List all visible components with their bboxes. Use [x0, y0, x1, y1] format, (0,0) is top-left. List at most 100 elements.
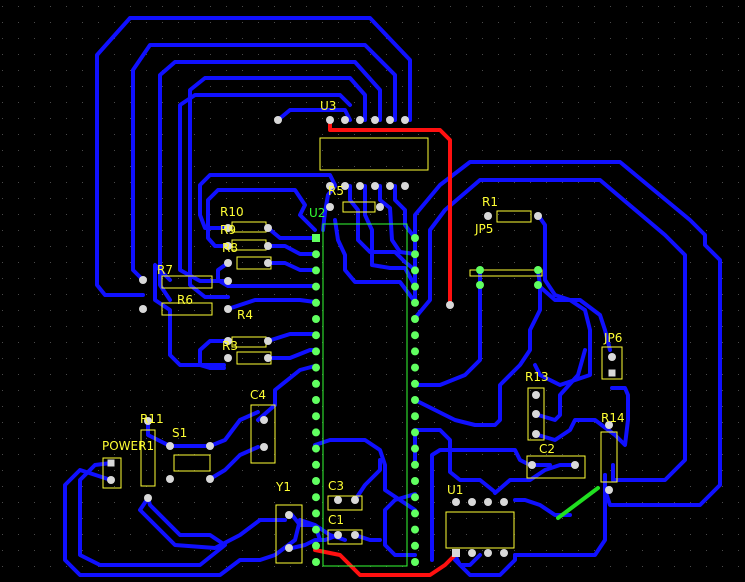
- pads: [107, 116, 616, 566]
- label-r9: R9: [220, 223, 236, 237]
- u2-pad: [312, 509, 320, 518]
- label-r11: R11: [140, 412, 164, 426]
- r13-pad: [532, 391, 540, 399]
- u3-pad: [386, 182, 394, 190]
- u2-pad: [312, 363, 320, 372]
- u2-pad: [312, 331, 320, 340]
- c4-pad: [260, 443, 268, 451]
- u3-pad: [341, 182, 349, 190]
- u2-pad: [312, 379, 320, 388]
- resistor-pad: [224, 259, 232, 267]
- jp6-pad: [608, 369, 616, 377]
- resistor-pad: [224, 305, 232, 313]
- u3-pad: [371, 182, 379, 190]
- label-c2: C2: [539, 442, 555, 456]
- resistor-pad: [446, 301, 454, 309]
- jp5-pad: [476, 266, 484, 274]
- r11-pad: [144, 494, 152, 502]
- label-u1: U1: [447, 483, 463, 497]
- resistor-pad: [326, 203, 334, 211]
- u2-pad: [312, 412, 320, 421]
- power1-pad: [107, 476, 115, 484]
- y1-pad: [285, 544, 293, 552]
- u2-pad: [312, 396, 320, 404]
- component-labels: U3 U2 U1 R5 R10 R9 R8 R7 R6 R4 R3 R1 JP5…: [102, 99, 625, 527]
- u2-pad: [411, 331, 419, 340]
- label-r14: R14: [601, 411, 625, 425]
- resistor-pad: [139, 276, 147, 284]
- u2-pad: [411, 315, 419, 323]
- label-jp6: JP6: [603, 331, 622, 345]
- u3-pad: [356, 116, 364, 124]
- u1-pad: [452, 498, 460, 506]
- u2-pad: [312, 428, 320, 437]
- label-power1: POWER1: [102, 439, 154, 453]
- u2-pad: [411, 525, 419, 534]
- label-s1: S1: [172, 426, 187, 440]
- c3-pad: [334, 496, 342, 504]
- label-r3: R3: [222, 339, 238, 353]
- u3-pad: [326, 116, 334, 124]
- u2-pad: [312, 298, 320, 307]
- label-r4: R4: [237, 308, 253, 322]
- c1-pad: [351, 531, 359, 539]
- u2-pad: [312, 541, 320, 550]
- u2-pad: [411, 444, 419, 453]
- u3-pad: [274, 116, 282, 124]
- r13-pad: [532, 410, 540, 418]
- label-r5: R5: [328, 184, 344, 198]
- resistor-pad: [264, 354, 272, 362]
- u1-pad: [468, 498, 476, 506]
- u1-pad: [500, 498, 508, 506]
- resistor-pad: [224, 354, 232, 362]
- u2-pad: [411, 363, 419, 372]
- u3-pad: [326, 182, 334, 190]
- jp6-pad: [608, 353, 616, 361]
- label-y1: Y1: [275, 480, 291, 494]
- u2-pad: [411, 460, 419, 469]
- label-r13: R13: [525, 370, 549, 384]
- u2-pad-1: [312, 234, 320, 242]
- jp5-pad: [534, 281, 542, 289]
- jp5-pad: [476, 281, 484, 289]
- u1-pad: [484, 549, 492, 557]
- u3-pad: [371, 116, 379, 124]
- u2-pad: [411, 477, 419, 485]
- r14-pad: [605, 486, 613, 494]
- label-c4: C4: [250, 388, 266, 402]
- u3-pad: [356, 182, 364, 190]
- label-r7: R7: [157, 263, 173, 277]
- power1-pad: [107, 459, 115, 467]
- label-r10: R10: [220, 205, 244, 219]
- u3-pad: [401, 182, 409, 190]
- label-c3: C3: [328, 479, 344, 493]
- u2-pad: [411, 412, 419, 421]
- u2-pad: [312, 266, 320, 275]
- u2-pad: [312, 558, 320, 566]
- u2-pad: [312, 525, 320, 534]
- u2-pad: [312, 493, 320, 502]
- resistor-pad: [264, 224, 272, 232]
- u1-pad: [484, 498, 492, 506]
- u2-pad: [312, 315, 320, 323]
- u2-pad: [411, 558, 419, 566]
- u1-pad-1: [452, 549, 460, 557]
- u2-pad: [411, 509, 419, 518]
- c2-pad: [528, 461, 536, 469]
- resistor-pad: [484, 212, 492, 220]
- u2-pad: [411, 428, 419, 437]
- label-c1: C1: [328, 513, 344, 527]
- label-r1: R1: [482, 195, 498, 209]
- s1-pad: [206, 475, 214, 483]
- u2-pad: [411, 347, 419, 356]
- c1-pad: [334, 531, 342, 539]
- r11-pad: [144, 417, 152, 425]
- label-jp5: JP5: [474, 222, 493, 236]
- label-u3: U3: [320, 99, 336, 113]
- y1-pad: [285, 511, 293, 519]
- c3-pad: [351, 496, 359, 504]
- u2-pad: [411, 282, 419, 291]
- top-layer-traces: [313, 118, 457, 577]
